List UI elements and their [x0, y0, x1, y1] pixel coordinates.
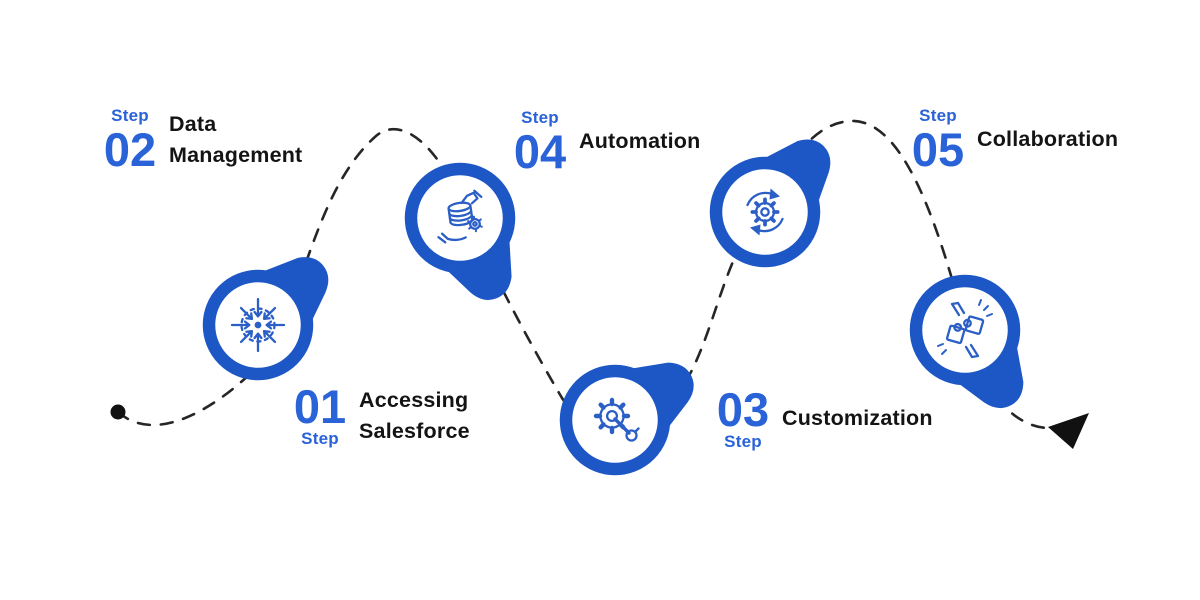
step-word: Step [919, 106, 957, 125]
step-word: Step [521, 108, 559, 127]
node-ring [709, 156, 821, 268]
step-3-label: 03 Step Customization [716, 386, 933, 452]
step-2-node [365, 123, 555, 313]
step-3-node [520, 325, 710, 515]
step-1-number-block: 01 Step [293, 383, 347, 449]
node-ring [909, 274, 1021, 386]
step-number: 02 [103, 122, 157, 176]
step-number: 04 [513, 124, 567, 178]
node-ring [202, 269, 314, 381]
step-4-title: Automation [579, 129, 701, 154]
gear-wrench-icon [593, 397, 640, 442]
start-dot [110, 404, 126, 420]
end-arrowhead [1048, 413, 1089, 449]
step-5-label: Step 05 Collaboration [911, 106, 1119, 176]
step-word: Step [724, 432, 762, 451]
step-word: Step [111, 106, 149, 125]
step-5-title: Collaboration [977, 127, 1119, 152]
node-face [716, 163, 814, 261]
step-4-number-block: Step 04 [513, 108, 567, 178]
step-1-node [163, 230, 353, 420]
database-hand-icon [437, 189, 483, 244]
step-1-title: Accessing Salesforce [359, 387, 470, 443]
step-4-label: Step 04 Automation [513, 108, 701, 178]
converge-arrows-icon [230, 297, 286, 353]
step-5-number-block: Step 05 [911, 106, 965, 176]
puzzle-hands-icon [937, 299, 993, 359]
node-ring [404, 162, 516, 274]
step-number: 01 [293, 380, 347, 433]
step-number: 05 [911, 122, 965, 176]
step-3-number-block: 03 Step [716, 386, 770, 452]
step-5-node [870, 235, 1060, 425]
step-2-number-block: Step 02 [103, 106, 157, 176]
gear-cycle-icon [746, 188, 784, 236]
step-2-label: Step 02 Data Management [103, 106, 303, 176]
step-3-title: Customization [782, 406, 933, 431]
node-face [411, 169, 509, 267]
step-number: 03 [716, 383, 770, 436]
step-2-title: Data Management [169, 111, 303, 167]
step-word: Step [301, 429, 339, 448]
node-ring [559, 364, 671, 476]
step-1-label: 01 Step Accessing Salesforce [293, 383, 470, 449]
step-4-node [670, 117, 860, 307]
